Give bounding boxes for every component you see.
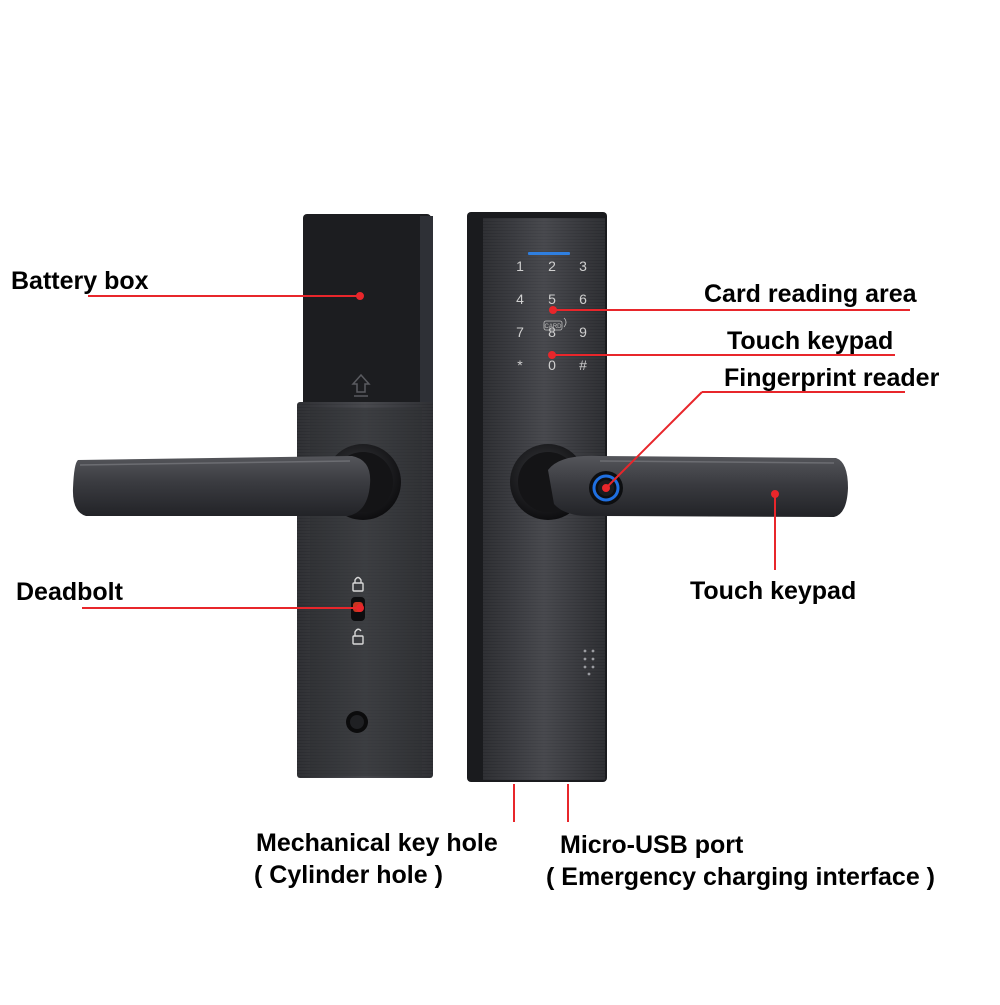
label-battery-box: Battery box xyxy=(11,267,149,295)
label-emergency-charging: ( Emergency charging interface ) xyxy=(546,863,935,891)
svg-text:CARD: CARD xyxy=(544,324,562,330)
label-card-reading-area: Card reading area xyxy=(704,280,918,308)
keypad-key[interactable]: 9 xyxy=(579,324,587,340)
keypad-key[interactable]: * xyxy=(517,357,523,373)
keypad-key[interactable]: # xyxy=(579,357,587,373)
label-touch-keypad-handle: Touch keypad xyxy=(690,577,856,605)
leader-lines xyxy=(82,292,910,822)
battery-box-cover[interactable] xyxy=(303,214,431,408)
label-cylinder-hole: ( Cylinder hole ) xyxy=(254,861,443,889)
label-micro-usb-port: Micro-USB port xyxy=(560,831,744,859)
touch-keypad[interactable]: 1 2 3 4 5 6 7 8 9 * 0 # xyxy=(516,258,587,373)
keypad-key[interactable]: 4 xyxy=(516,291,524,307)
speaker-grille xyxy=(583,649,595,676)
rear-handle[interactable] xyxy=(72,456,371,516)
keypad-key[interactable]: 7 xyxy=(516,324,524,340)
label-deadbolt: Deadbolt xyxy=(16,578,124,606)
keypad-key[interactable]: 2 xyxy=(548,258,556,274)
callout-labels: Battery box Card reading area Touch keyp… xyxy=(11,267,940,891)
keypad-key[interactable]: 6 xyxy=(579,291,587,307)
label-touch-keypad-top: Touch keypad xyxy=(727,327,893,355)
rear-unit xyxy=(72,214,433,778)
card-reader-icon: CARD xyxy=(543,317,567,331)
front-unit: 1 2 3 4 5 6 7 8 9 * 0 # CARD xyxy=(467,212,848,782)
lock-icon xyxy=(352,576,364,592)
keypad-key[interactable]: 5 xyxy=(548,291,556,307)
battery-box-side xyxy=(420,216,433,406)
unlock-icon xyxy=(352,628,364,645)
slide-up-arrow-icon xyxy=(351,373,371,397)
keypad-key[interactable]: 1 xyxy=(516,258,524,274)
keypad-key[interactable]: 3 xyxy=(579,258,587,274)
label-fingerprint-reader: Fingerprint reader xyxy=(724,364,940,392)
keypad-key[interactable]: 8 xyxy=(548,324,556,340)
label-mechanical-key-hole: Mechanical key hole xyxy=(256,829,498,857)
backlight-bar xyxy=(528,252,570,255)
keypad-key[interactable]: 0 xyxy=(548,357,556,373)
